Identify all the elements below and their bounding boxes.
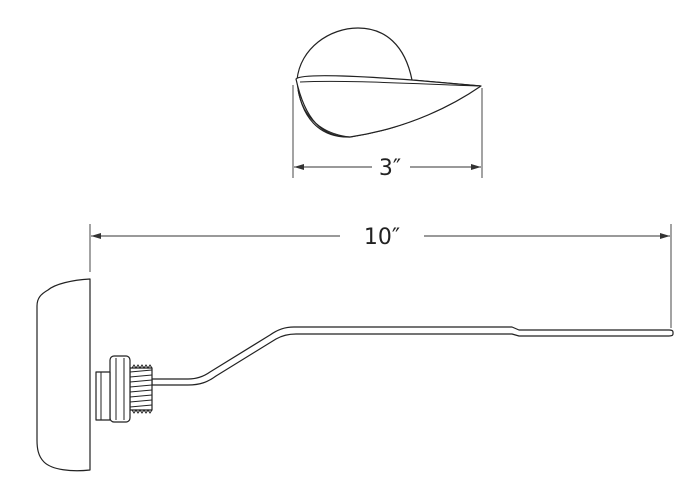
thread-teeth-bottom xyxy=(131,409,153,414)
handle-body-outline xyxy=(36,278,91,472)
length-arrow-right xyxy=(660,233,670,239)
thread-body xyxy=(129,367,153,411)
top-view-body-curve xyxy=(297,89,351,138)
washer-body xyxy=(95,371,111,421)
thread-lines xyxy=(129,369,153,408)
handle-body xyxy=(36,278,91,472)
thread-teeth-top xyxy=(131,364,153,369)
length-label: 10″ xyxy=(364,225,400,250)
length-dimension: 10″ xyxy=(89,224,672,328)
length-arrow-left xyxy=(91,233,101,239)
nut-body xyxy=(109,355,131,423)
top-view xyxy=(295,27,482,138)
threaded-shank xyxy=(129,364,153,414)
top-view-lever-edge xyxy=(299,80,479,87)
lever-rod xyxy=(151,326,674,386)
lever-rod-outline xyxy=(151,326,674,386)
width-dimension: 3″ xyxy=(292,85,483,181)
width-label: 3″ xyxy=(379,156,401,181)
mounting-nut xyxy=(109,355,131,423)
mounting-washer xyxy=(95,371,111,421)
width-arrow-right xyxy=(471,164,481,170)
width-arrow-left xyxy=(294,164,304,170)
